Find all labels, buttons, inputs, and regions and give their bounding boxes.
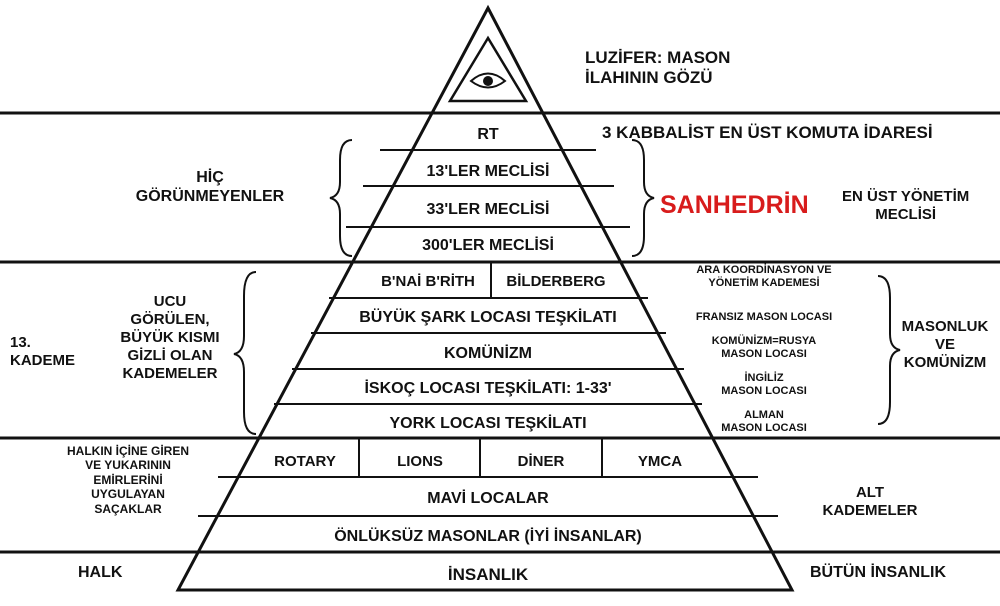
luzifer-label: LUZİFER: MASON İLAHININ GÖZÜ [585,48,731,88]
ingiliz-label: İNGİLİZ MASON LOCASI [721,372,807,398]
komunizm-rusya-label: KOMÜNİZM=RUSYA MASON LOCASI [711,335,817,361]
brace-left-upper [329,139,353,257]
butun-insanlik-label: BÜTÜN İNSANLIK [810,564,946,581]
masonluk-komunizm-label: MASONLUK VE KOMÜNİZM [901,318,989,371]
row-lions: LIONS [397,453,443,470]
row-ymca: YMCA [638,453,682,470]
halkin-icine-label: HALKIN İÇİNE GİREN VE YUKARININ EMİRLERİ… [66,444,189,516]
row-onluksuz: ÖNLÜKSÜZ MASONLAR (İYİ İNSANLAR) [334,526,642,545]
row-york: YORK LOCASI TEŞKİLATI [389,414,586,432]
row-diner: DİNER [518,453,565,470]
alman-label: ALMAN MASON LOCASI [721,409,807,435]
kabbalist-label: 3 KABBALİST EN ÜST KOMUTA İDARESİ [602,123,933,142]
brace-right-middle [877,275,901,425]
row-bnai-brith: B'NAİ B'RİTH [381,273,475,290]
brace-right-upper [631,139,655,257]
row-rotary: ROTARY [274,453,336,470]
row-13ler: 13'LER MECLİSİ [427,162,550,180]
hic-gorunmeyenler-label: HİÇ GÖRÜNMEYENLER [135,169,285,206]
all-seeing-eye-icon [447,35,529,103]
row-iskoc: İSKOÇ LOCASI TEŞKİLATI: 1-33' [364,379,611,397]
kademe-13-label: 13. KADEME [10,334,76,369]
fransiz-label: FRANSIZ MASON LOCASI [695,311,833,323]
row-mavi-localar: MAVİ LOCALAR [427,489,549,507]
row-300ler: 300'LER MECLİSİ [422,236,554,254]
ucu-gorulen-label: UCU GÖRÜLEN, BÜYÜK KISMI GİZLİ OLAN KADE… [120,293,220,382]
row-rt: RT [477,126,499,143]
row-komunizm: KOMÜNİZM [444,343,532,362]
brace-left-middle [233,271,257,435]
row-insanlik: İNSANLIK [448,565,529,584]
en-ust-yonetim-label: EN ÜST YÖNETİM MECLİSİ [842,188,970,223]
row-33ler: 33'LER MECLİSİ [427,200,550,218]
ara-koordinasyon-label: ARA KOORDİNASYON VE YÖNETİM KADEMESİ [696,264,832,290]
row-buyuk-sark: BÜYÜK ŞARK LOCASI TEŞKİLATI [359,307,616,326]
sanhedrin-label: SANHEDRİN [660,191,809,219]
halk-label: HALK [78,564,123,581]
alt-kademeler-label: ALT KADEMELER [822,484,918,519]
row-bilderberg: BİLDERBERG [506,273,605,290]
